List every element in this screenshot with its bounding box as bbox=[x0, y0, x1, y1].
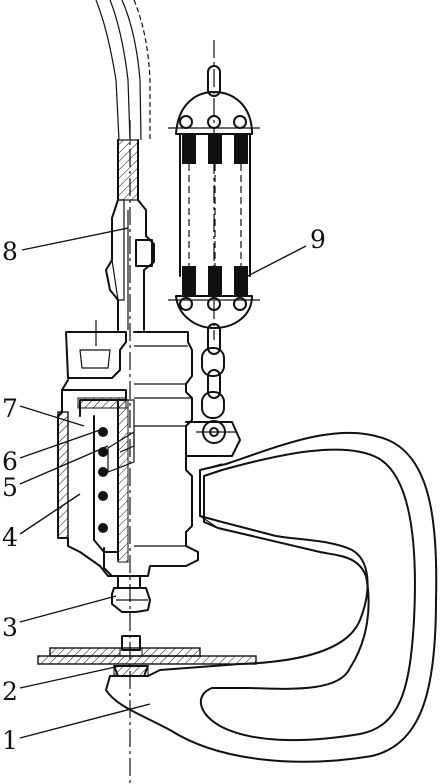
callout-8: 8 bbox=[2, 237, 18, 266]
callout-3: 3 bbox=[2, 613, 18, 642]
callout-9: 9 bbox=[310, 225, 326, 254]
callout-2: 2 bbox=[2, 677, 18, 706]
handle-body bbox=[105, 139, 155, 331]
workpiece bbox=[37, 635, 257, 677]
callout-6: 6 bbox=[2, 447, 18, 476]
cylinder-cap bbox=[65, 320, 193, 411]
spring-balancer bbox=[168, 40, 260, 340]
main-housing bbox=[57, 379, 199, 577]
callout-5: 5 bbox=[2, 473, 18, 502]
leader-lines bbox=[19, 227, 307, 739]
callout-labels: 1 2 3 4 5 6 7 8 9 bbox=[2, 225, 326, 755]
callout-4: 4 bbox=[2, 523, 18, 552]
air-hose bbox=[95, 0, 151, 141]
callout-1: 1 bbox=[2, 726, 18, 755]
callout-7: 7 bbox=[2, 394, 18, 423]
rivet-snap bbox=[111, 575, 151, 613]
c-frame bbox=[105, 431, 438, 763]
suspension-chain bbox=[185, 323, 241, 457]
